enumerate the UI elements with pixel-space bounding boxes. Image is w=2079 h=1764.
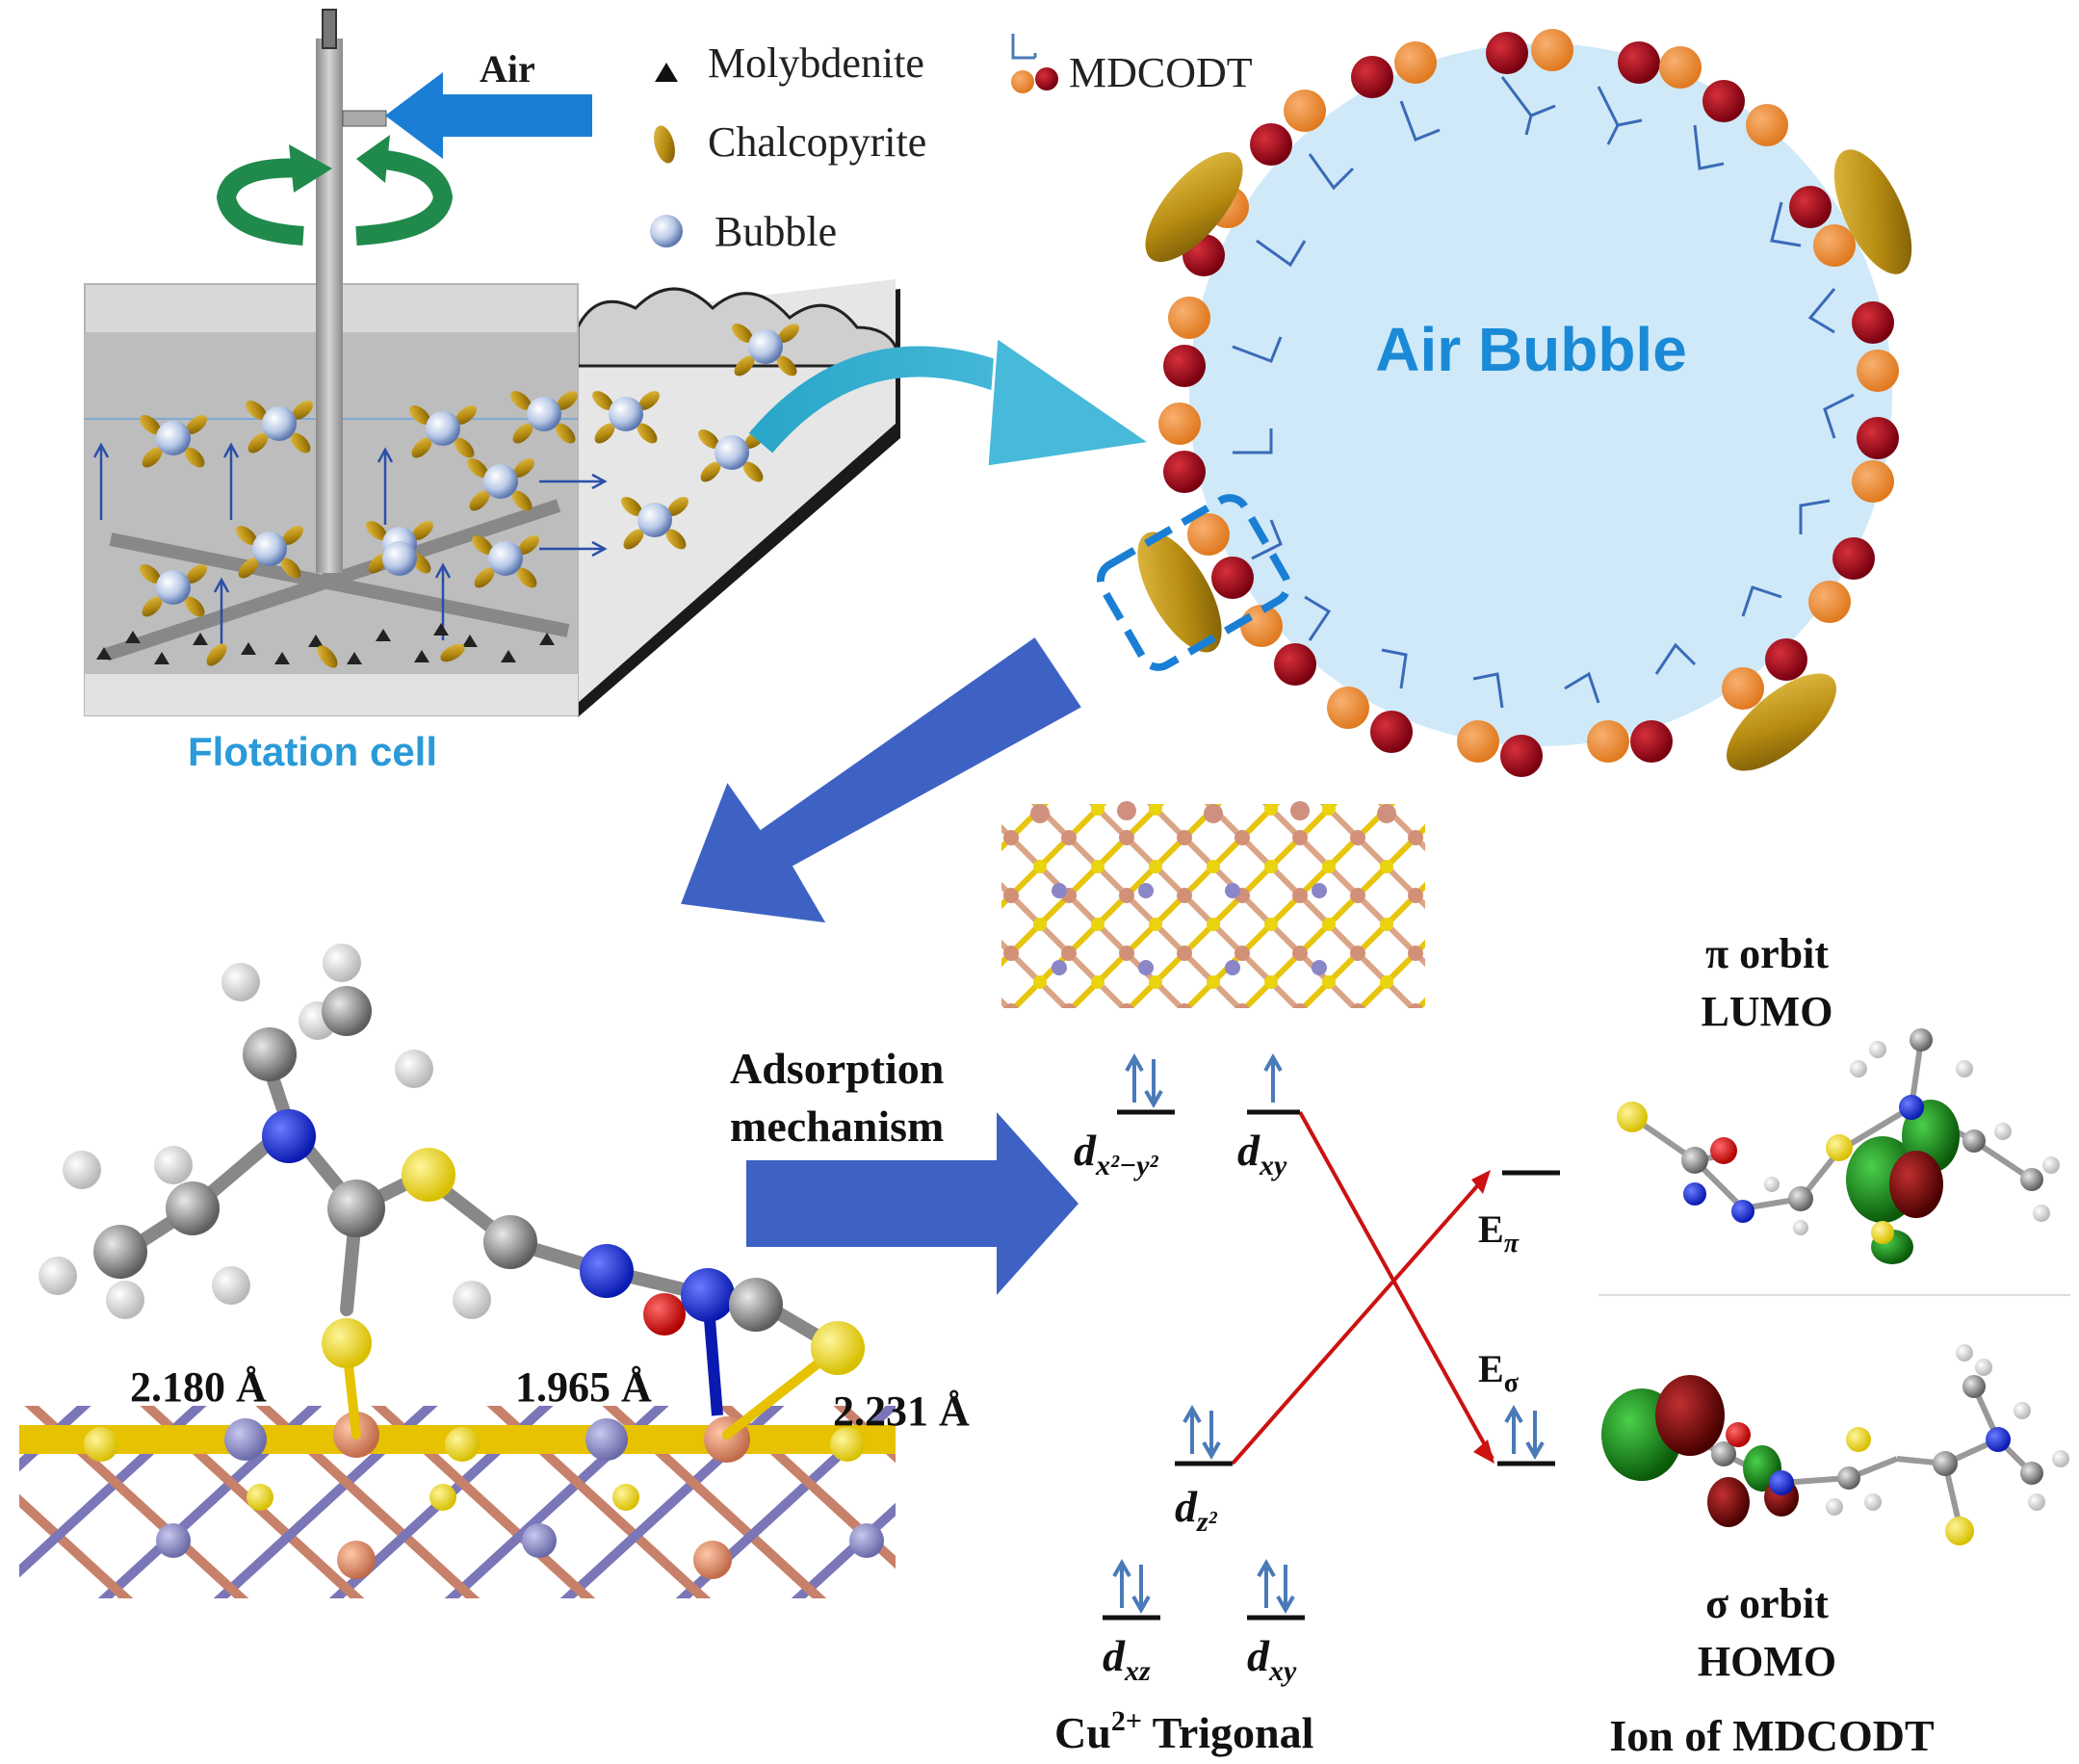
flotation-cell-label: Flotation cell (188, 729, 437, 774)
orbital-dxz: dxz (1103, 1631, 1151, 1687)
zoom-box (1096, 494, 1292, 671)
adsorption-line1: Adsorption (730, 1044, 944, 1093)
orbital-dxy-top: dxy (1237, 1126, 1287, 1181)
air-inlet-arrow (385, 72, 592, 159)
orbital-dxy-bottom: dxy (1247, 1631, 1297, 1687)
chalcopyrite-particle (1727, 673, 1836, 771)
cu-trigonal-label: Cu2+ Trigonal (1054, 1705, 1313, 1757)
legend-bubble: Bubble (715, 208, 837, 255)
lumo-line1: π orbit (1705, 930, 1829, 977)
zoom-arrow (748, 346, 1027, 454)
mdcodt-icon (1011, 34, 1058, 93)
bond-length-1: 2.180 Å (130, 1363, 267, 1411)
legend-mdcodt: MDCODT (1069, 49, 1253, 96)
chalcopyrite-particle (1145, 152, 1243, 262)
orbital-dz2: dz² (1175, 1482, 1218, 1538)
impeller-shaft (316, 39, 343, 573)
chalcopyrite-slab (1001, 801, 1425, 1008)
chalcopyrite-icon (654, 125, 675, 164)
adsorption-line2: mechanism (730, 1102, 944, 1151)
bubble-icon (650, 215, 683, 247)
homo-line2: HOMO (1698, 1638, 1836, 1685)
energy-diagram: dx²−y² dxy dz² dxz dxy Eπ Eσ Cu2+ Trigon… (1054, 1052, 1560, 1757)
ion-label: Ion of MDCODT (1609, 1711, 1934, 1760)
chalcopyrite-particle (1833, 149, 1912, 274)
chalcopyrite-sediment (206, 643, 465, 668)
air-label: Air (480, 47, 535, 91)
level-e-sigma: Eσ (1478, 1347, 1520, 1398)
rotation-arrow-left (216, 158, 314, 246)
mechanism-arrow (746, 1112, 1078, 1295)
homo-molecule (1601, 1344, 2069, 1545)
legend-molybdenite: Molybdenite (708, 39, 924, 87)
air-bubble-zoom: Air Bubble (1096, 29, 1912, 777)
molybdenite-sediment (96, 623, 555, 664)
air-bubble-label: Air Bubble (1375, 315, 1687, 384)
air-bubble-circle (1189, 43, 1892, 746)
legend-chalcopyrite: Chalcopyrite (708, 118, 926, 166)
homo-line1: σ orbit (1705, 1580, 1829, 1627)
cell-bubbles (140, 324, 799, 617)
orbital-dx2y2: dx²−y² (1074, 1126, 1158, 1181)
zoom-down-arrow (676, 633, 1086, 926)
bond-length-3: 2.231 Å (833, 1388, 970, 1435)
level-e-pi: Eπ (1478, 1207, 1520, 1258)
lumo-molecule (1617, 1028, 2060, 1264)
legend: Molybdenite Chalcopyrite Bubble MDCODT (650, 34, 1253, 255)
chalcopyrite-particle (1137, 532, 1222, 653)
adsorbed-molecule (19, 944, 896, 1598)
bond-length-2: 1.965 Å (515, 1363, 652, 1411)
rotation-arrow-right (355, 149, 454, 246)
lumo-line2: LUMO (1702, 988, 1833, 1035)
molybdenite-icon (655, 63, 678, 82)
